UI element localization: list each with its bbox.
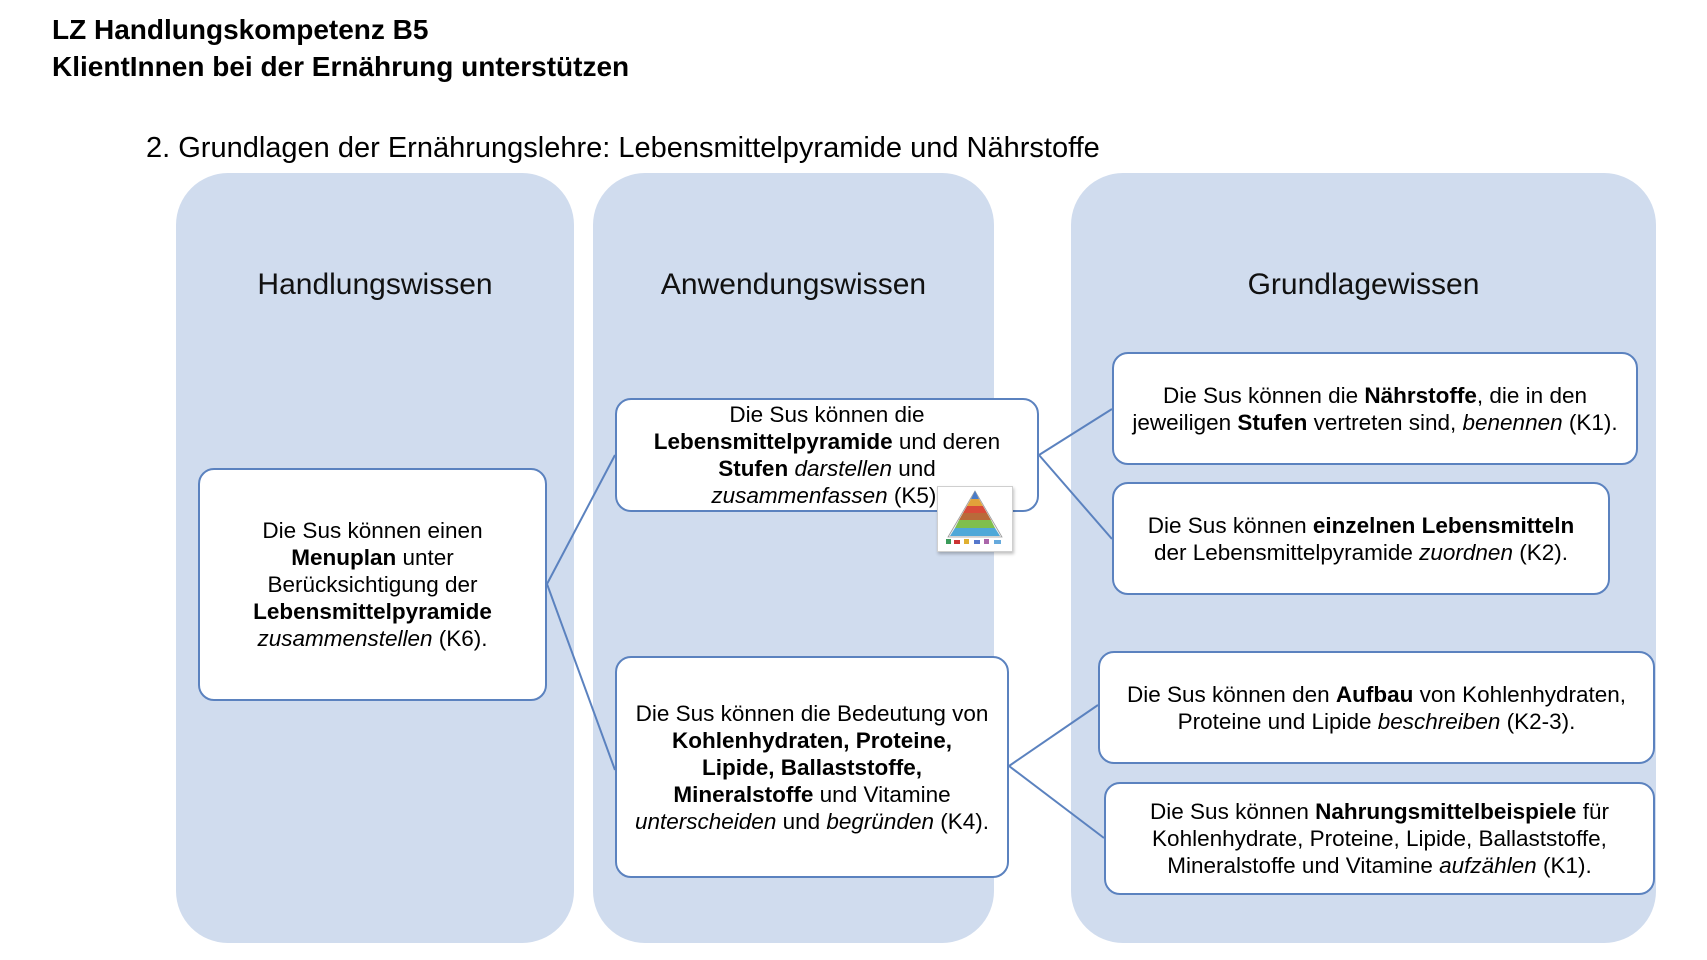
text-segment: zusammenstellen: [257, 626, 432, 651]
box-text: Die Sus können die Nährstoffe, die in de…: [1130, 382, 1620, 436]
section-title: 2. Grundlagen der Ernährungslehre: Leben…: [146, 128, 1100, 168]
text-segment: Die Sus können einen: [262, 518, 482, 543]
text-segment: Die Sus können den: [1127, 682, 1336, 707]
text-segment: begründen: [826, 809, 934, 834]
column-title: Anwendungswissen: [593, 265, 994, 305]
box-k23-aufbau: Die Sus können den Aufbau von Kohlenhydr…: [1098, 651, 1655, 764]
text-segment: Stufen: [1237, 410, 1307, 435]
box-text: Die Sus können einen Menuplan unter Berü…: [210, 517, 535, 652]
text-segment: einzelnen Lebensmitteln: [1313, 513, 1574, 538]
column-title: Grundlagewissen: [1071, 265, 1656, 305]
text-segment: Nahrungsmittelbeispiele: [1315, 799, 1576, 824]
box-k4-bedeutung: Die Sus können die Bedeutung von Kohlenh…: [615, 656, 1009, 878]
text-segment: aufzählen: [1439, 853, 1537, 878]
box-k2-zuordnen: Die Sus können einzelnen Lebensmitteln d…: [1112, 482, 1610, 595]
text-segment: benennen: [1463, 410, 1563, 435]
box-text: Die Sus können einzelnen Lebensmitteln d…: [1132, 512, 1590, 566]
text-segment: (K4).: [934, 809, 989, 834]
text-segment: Die Sus können die: [1163, 383, 1364, 408]
text-segment: Lebensmittelpyramide: [253, 599, 492, 624]
text-segment: Die Sus können die Bedeutung von: [636, 701, 989, 726]
text-segment: darstellen: [794, 456, 892, 481]
text-segment: beschreiben: [1378, 709, 1501, 734]
text-segment: vertreten sind,: [1307, 410, 1462, 435]
box-k1-naehrstoffe: Die Sus können die Nährstoffe, die in de…: [1112, 352, 1638, 465]
text-segment: (K2).: [1513, 540, 1568, 565]
header-title: LZ Handlungskompetenz B5: [52, 11, 428, 49]
text-segment: der Lebensmittelpyramide: [1154, 540, 1419, 565]
text-segment: unterscheiden: [635, 809, 776, 834]
text-segment: (K5).: [888, 483, 943, 508]
text-segment: und Vitamine: [813, 782, 950, 807]
box-k6-menuplan: Die Sus können einen Menuplan unter Berü…: [198, 468, 547, 701]
header-subtitle: KlientInnen bei der Ernährung unterstütz…: [52, 48, 629, 86]
text-segment: und deren: [893, 429, 1001, 454]
text-segment: (K2-3).: [1500, 709, 1575, 734]
box-k1-nahrungsmittelbeispiele: Die Sus können Nahrungsmittelbeispiele f…: [1104, 782, 1655, 895]
text-segment: Lebensmittelpyramide: [654, 429, 893, 454]
text-segment: zusammenfassen: [711, 483, 887, 508]
text-segment: Die Sus können die: [729, 402, 924, 427]
text-segment: und: [776, 809, 826, 834]
text-segment: Aufbau: [1336, 682, 1414, 707]
text-segment: (K1).: [1537, 853, 1592, 878]
box-text: Die Sus können die Bedeutung von Kohlenh…: [633, 700, 991, 835]
text-segment: und: [892, 456, 936, 481]
text-segment: (K6).: [433, 626, 488, 651]
text-segment: Nährstoffe: [1364, 383, 1477, 408]
text-segment: Menuplan: [291, 545, 396, 570]
text-segment: Die Sus können: [1150, 799, 1315, 824]
box-text: Die Sus können den Aufbau von Kohlenhydr…: [1118, 681, 1635, 735]
text-segment: zuordnen: [1419, 540, 1513, 565]
text-segment: Die Sus können: [1148, 513, 1313, 538]
text-segment: Stufen: [718, 456, 788, 481]
column-title: Handlungswissen: [176, 265, 574, 305]
text-segment: (K1).: [1563, 410, 1618, 435]
food-pyramid-icon: [937, 486, 1013, 552]
box-text: Die Sus können Nahrungsmittelbeispiele f…: [1126, 798, 1633, 879]
